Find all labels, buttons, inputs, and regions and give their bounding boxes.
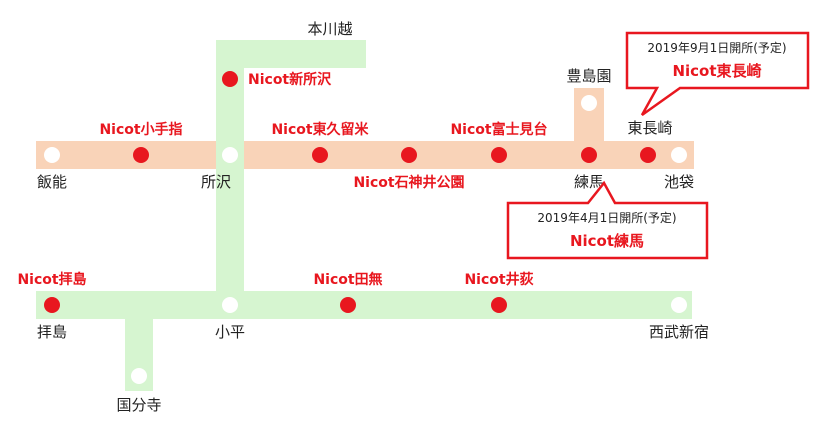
nicot-dot-tanashi <box>340 297 356 313</box>
nicot-dot-higashi-kurume <box>312 147 328 163</box>
label-hon-kawagoe: 本川越 <box>307 20 352 38</box>
nicot-label-fujimidai: Nicot富士見台 <box>450 121 547 138</box>
line-ikebukuro-west <box>36 141 216 169</box>
label-seibu-shinjuku: 西武新宿 <box>649 323 709 341</box>
nicot-dot-iogi <box>491 297 507 313</box>
callout-higashi-nagasaki-box <box>625 31 810 117</box>
nicot-dot-kotesashi <box>133 147 149 163</box>
nicot-label-higashi-kurume: Nicot東久留米 <box>271 121 369 138</box>
nicot-dot-nerima <box>581 147 597 163</box>
nicot-label-shin-tokorozawa: Nicot新所沢 <box>248 71 332 88</box>
callout-nerima-date: 2019年4月1日開所(予定) <box>537 210 676 225</box>
nicot-label-kotesashi: Nicot小手指 <box>99 121 182 138</box>
label-kodaira: 小平 <box>215 323 245 341</box>
label-hanno: 飯能 <box>37 173 67 191</box>
nicot-dot-higashi-nagasaki <box>640 147 656 163</box>
nicot-dot-shin-tokorozawa <box>222 71 238 87</box>
station-dot-kokubunji <box>131 368 147 384</box>
station-dot-tokorozawa <box>222 147 238 163</box>
label-kokubunji: 国分寺 <box>116 396 161 414</box>
callout-higashi-nagasaki-name: Nicot東長崎 <box>672 62 761 80</box>
label-toshimaen: 豊島園 <box>566 67 611 85</box>
callout-nerima-name: Nicot練馬 <box>570 232 644 250</box>
station-dot-kodaira <box>222 297 238 313</box>
nicot-label-tanashi: Nicot田無 <box>313 271 382 288</box>
callout-nerima-box <box>506 180 709 260</box>
nicot-label-haijima: Nicot拝島 <box>17 271 86 288</box>
nicot-dot-fujimidai <box>491 147 507 163</box>
station-dot-toshimaen <box>581 95 597 111</box>
station-dot-seibu-shinjuku <box>671 297 687 313</box>
line-ikebukuro-east <box>244 141 694 169</box>
callout-higashi-nagasaki-date: 2019年9月1日開所(予定) <box>647 40 786 55</box>
label-haijima: 拝島 <box>37 323 67 341</box>
label-tokorozawa: 所沢 <box>201 173 231 191</box>
nicot-label-ishigami-ikoen: Nicot石神井公園 <box>353 174 464 191</box>
nicot-dot-haijima <box>44 297 60 313</box>
nicot-dot-ishigami-ikoen <box>401 147 417 163</box>
nicot-label-iogi: Nicot井荻 <box>464 271 533 288</box>
station-dot-ikebukuro <box>671 147 687 163</box>
station-dot-hanno <box>44 147 60 163</box>
label-ikebukuro: 池袋 <box>664 173 694 191</box>
label-nerima: 練馬 <box>574 173 604 191</box>
label-higashi-nagasaki: 東長崎 <box>627 119 672 137</box>
line-honkawagoe-spur <box>216 40 366 68</box>
